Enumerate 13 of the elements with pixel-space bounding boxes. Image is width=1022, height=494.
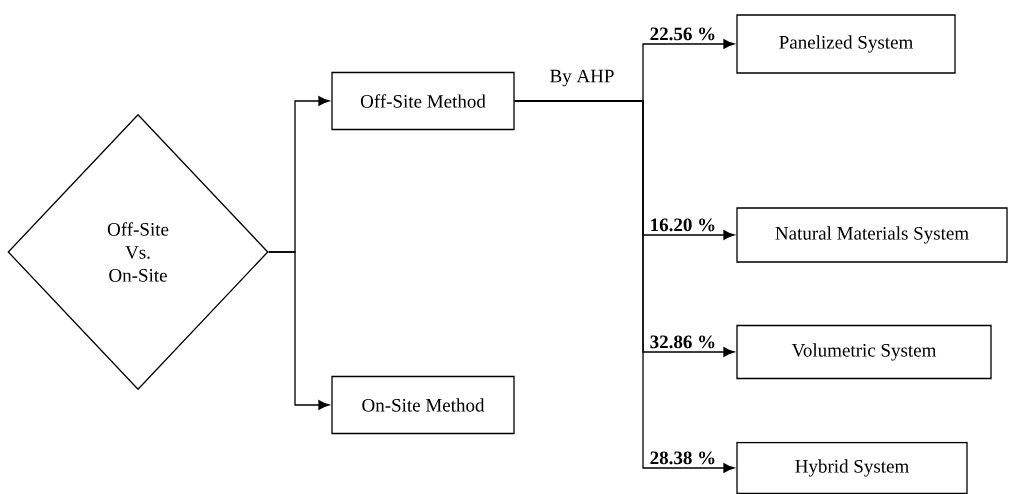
process-box: Volumetric System [736,324,992,380]
process-box: Natural Materials System [736,207,1008,263]
process-box: On-Site Method [331,375,515,435]
trunk-label: By AHP [550,69,614,87]
process-box: Off-Site Method [331,71,515,131]
arrow [268,251,330,410]
edge-label: 32.86 % [650,335,715,349]
edge-label: 16.20 % [651,218,715,232]
arrow [514,100,735,473]
edge-label: 28.38 % [650,451,715,465]
edge-label: 22.56 % [650,27,715,41]
process-box: Hybrid System [736,441,968,494]
process-box: Panelized System [736,14,956,74]
